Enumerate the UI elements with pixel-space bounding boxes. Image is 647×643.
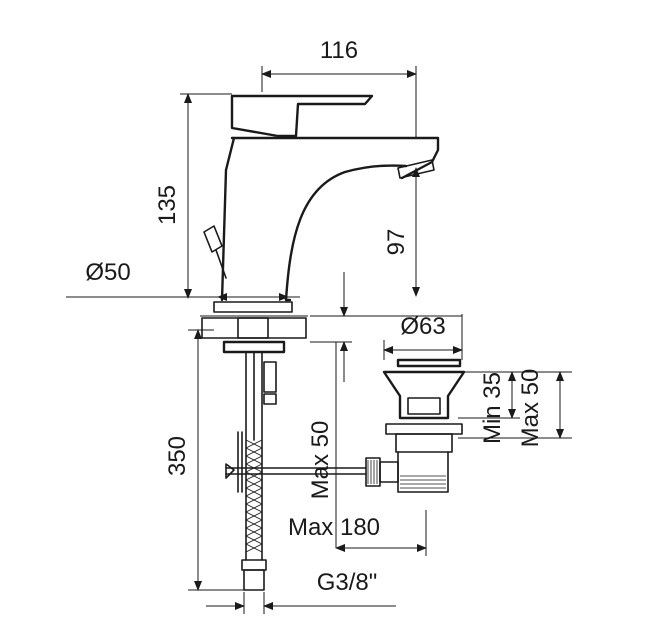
drain-flange [382,370,466,420]
drain-tee [379,461,399,483]
dimension-labels: 116 135 97 Ø50 Ø63 Min 35 Max 50 Max 50 … [85,37,544,596]
popup-knob [203,225,223,253]
faucet-body [203,94,440,302]
label-max50-deck: Max 50 [307,421,334,500]
label-350: 350 [164,436,191,476]
hose-bracket [263,361,277,393]
hose-braid [245,439,263,553]
linkage-clip [225,463,235,479]
label-max50-drain: Max 50 [517,369,544,448]
label-97: 97 [383,229,410,256]
deck-mount [200,301,367,591]
mount-stud [237,317,269,339]
drain-window [407,397,441,415]
hose-end-fitting [243,569,265,591]
hose-end-nut [241,559,267,571]
drain-cap-top [396,358,462,368]
popup-drain [365,358,466,493]
label-116: 116 [320,37,358,64]
body-left-side [220,136,236,302]
popup-rod-top [215,249,227,279]
lever-handle [230,94,374,138]
drain-body-upper [395,433,453,453]
hose-bracket-lower [263,393,277,405]
base-ring [213,301,293,313]
drain-body-lower [397,451,449,493]
label-min35: Min 35 [479,372,506,444]
spout-curve [284,164,408,302]
mounting-nut [222,340,286,354]
label-drain-diameter: Ø63 [400,313,445,340]
aerator [397,159,435,179]
label-thread: G3/8" [317,569,378,596]
deck-plate [201,317,307,339]
label-max180: Max 180 [288,514,380,541]
spout-top-edge [230,136,440,180]
drain-washer [385,423,463,435]
label-base-diameter: Ø50 [85,259,130,286]
dimension-lines [66,66,572,614]
label-135: 135 [154,185,181,225]
